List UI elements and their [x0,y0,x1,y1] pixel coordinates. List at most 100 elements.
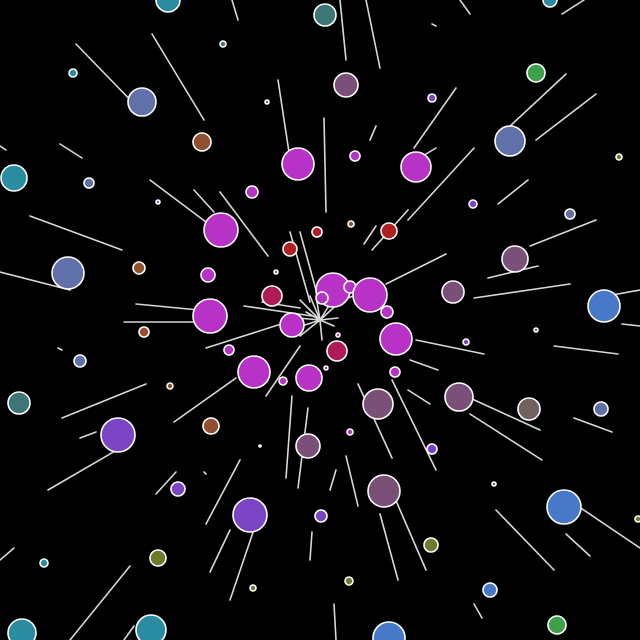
light-streak [469,397,541,431]
particle-orb [349,150,361,162]
particle-orb [546,489,582,525]
light-streak [345,455,359,507]
particle-orb [39,558,49,568]
center-ray [319,319,323,341]
particle-orb [278,376,288,386]
particle-orb [494,125,526,157]
particle-orb [132,261,146,275]
light-streak [365,0,381,69]
center-ray [299,319,321,337]
particle-orb [587,289,621,323]
light-streak [61,383,147,419]
light-streak [0,145,7,151]
light-streak [339,0,347,61]
particle-orb [427,93,437,103]
light-streak [369,125,377,141]
particle-orb [7,618,37,640]
light-streak [497,179,529,205]
light-streak [209,529,231,573]
particle-orb [311,226,323,238]
particle-orb [192,132,212,152]
particle-orb [482,582,498,598]
particle-orb [346,428,354,436]
particle-orb [192,298,228,334]
light-streak [333,603,337,640]
particle-orb [423,537,439,553]
light-streak [69,565,131,640]
particle-orb [323,365,329,371]
light-streak [29,215,123,251]
center-ray [309,295,321,321]
particle-orb [462,338,470,346]
particle-orb [367,474,401,508]
particle-orb [155,0,181,13]
center-ray [299,299,321,321]
center-ray [305,311,321,321]
particle-orb [223,344,235,356]
particle-orb [547,615,567,635]
particle-orb [264,99,270,105]
light-streak [407,389,431,405]
light-streak [323,117,327,213]
particle-orb [517,397,541,421]
particle-orb [73,354,87,368]
particle-orb [155,199,161,205]
particle-orb [615,153,623,161]
light-streak [459,0,471,15]
particle-orb [258,444,262,448]
light-streak [413,87,457,149]
particle-orb [279,312,305,338]
particle-orb [352,277,388,313]
particle-orb [170,481,186,497]
particle-orb [379,322,413,356]
particle-orb [333,72,359,98]
light-streak [79,431,97,439]
particle-orb [282,241,298,257]
particle-orb [347,220,355,228]
particle-orb [249,584,257,592]
particle-orb [344,576,354,586]
particle-orb [380,305,394,319]
light-streak [173,377,237,423]
particle-orb [526,63,546,83]
light-streak [469,413,543,461]
light-streak [391,379,437,471]
light-streak [265,345,301,397]
light-streak [219,191,269,257]
light-streak [0,271,71,291]
particle-orb [593,401,609,417]
light-streak [299,231,317,291]
light-streak [309,531,313,561]
light-streak [155,471,177,495]
particle-orb [203,212,239,248]
light-streak [205,459,241,525]
particle-orb [326,340,348,362]
particle-orb [335,332,341,338]
light-streak [409,359,439,371]
particle-orb [200,267,216,283]
particle-orb [0,164,28,192]
light-streak [243,305,313,317]
particle-orb [295,364,323,392]
light-streak [529,219,597,247]
particle-orb [634,515,640,523]
light-streak [495,509,555,571]
center-ray [319,317,339,321]
light-streak [393,495,427,571]
light-streak [203,471,207,475]
particle-orb [127,87,157,117]
particle-orb [389,366,401,378]
particle-orb [7,391,31,415]
particle-orb [564,208,576,220]
particle-orb [83,177,95,189]
particle-orb [261,285,283,307]
particle-orb [138,326,150,338]
particle-orb [295,433,321,459]
particle-orb [237,355,271,389]
particle-orb [441,280,465,304]
light-streak [565,533,591,557]
light-streak [357,383,393,459]
